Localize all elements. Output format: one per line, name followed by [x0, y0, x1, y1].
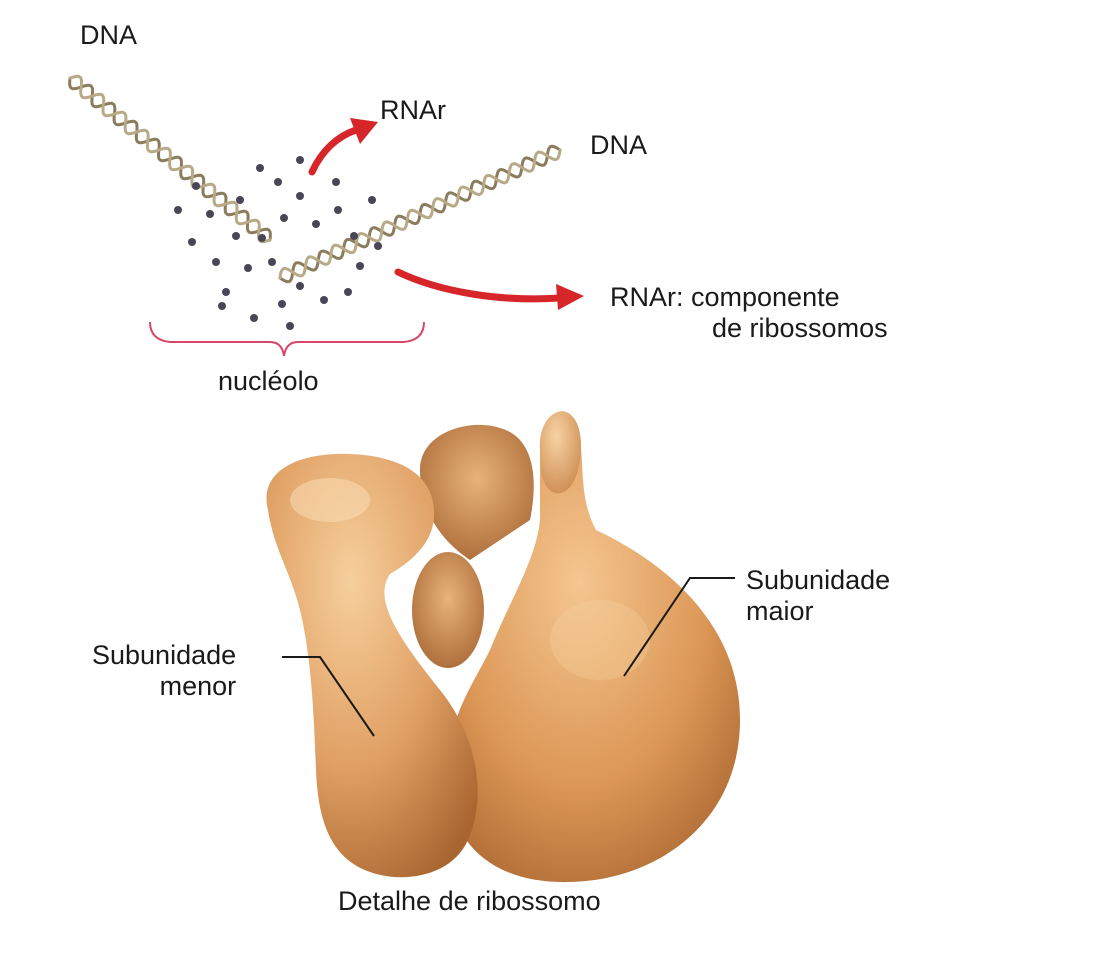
label-small-subunit-line2: menor: [159, 671, 237, 702]
label-small-subunit-line1: Subunidade: [92, 640, 237, 670]
label-large-subunit-line1: Subunidade: [746, 565, 891, 595]
ribosome-large-subunit: [447, 422, 740, 883]
nucleolus-brace: [149, 321, 425, 357]
granule: [212, 258, 220, 266]
leader-line-small-subunit: [282, 656, 375, 737]
label-dna-top-left: DNA: [80, 20, 138, 50]
nucleolus-granules: [174, 156, 382, 330]
label-rnar-component: RNAr: componente de ribossomos: [610, 282, 888, 344]
ribosome-inner-lobe: [412, 552, 484, 668]
granule: [350, 232, 358, 240]
granule: [334, 206, 342, 214]
granule: [312, 220, 320, 228]
label-dna-right: DNA: [590, 130, 648, 160]
label-large-subunit: Subunidade maior: [746, 565, 890, 627]
caption-ribosome-detail: Detalhe de ribossomo: [338, 886, 601, 916]
granule: [286, 322, 294, 330]
granule: [268, 258, 276, 266]
label-rnar-component-line2: de ribossomos: [712, 313, 888, 344]
granule: [174, 206, 182, 214]
label-rnar-top: RNAr: [380, 95, 446, 125]
granule: [374, 242, 382, 250]
granule: [244, 264, 252, 272]
label-rnar-component-line1: RNAr: componente: [610, 282, 840, 312]
granule: [236, 196, 244, 204]
ribosome-large-subunit-back: [420, 424, 534, 560]
granule: [250, 314, 258, 322]
granule: [332, 178, 340, 186]
dna-helix-2-strand-b: [278, 148, 562, 280]
granule: [368, 196, 376, 204]
granule: [296, 192, 304, 200]
ribosome-illustration: [266, 411, 740, 883]
dna-helix-2: [278, 144, 562, 284]
granule: [258, 234, 266, 242]
granule: [188, 238, 196, 246]
dna-helix-1-strand-b: [68, 74, 272, 244]
ribosome-small-subunit: [266, 453, 478, 878]
granule: [206, 210, 214, 218]
ribosome-highlight: [290, 478, 370, 522]
granule: [218, 302, 226, 310]
label-large-subunit-line2: maior: [746, 596, 814, 627]
granule: [222, 288, 230, 296]
granule: [296, 282, 304, 290]
rnar-arrow-right: [394, 268, 584, 310]
granule: [280, 214, 288, 222]
granule: [356, 262, 364, 270]
dna-helix-1: [68, 74, 272, 244]
label-nucleolus: nucléolo: [218, 366, 319, 396]
granule: [274, 178, 282, 186]
granule: [256, 164, 264, 172]
granule: [320, 296, 328, 304]
granule: [344, 288, 352, 296]
label-small-subunit: Subunidade menor: [92, 640, 236, 702]
ribosome-stalk: [539, 411, 582, 494]
granule: [278, 300, 286, 308]
granule: [192, 182, 200, 190]
granule: [296, 156, 304, 164]
leader-line-large-subunit: [623, 577, 735, 677]
granule: [232, 232, 240, 240]
rnar-arrow-top: [308, 118, 378, 176]
ribosome-highlight: [550, 600, 650, 680]
